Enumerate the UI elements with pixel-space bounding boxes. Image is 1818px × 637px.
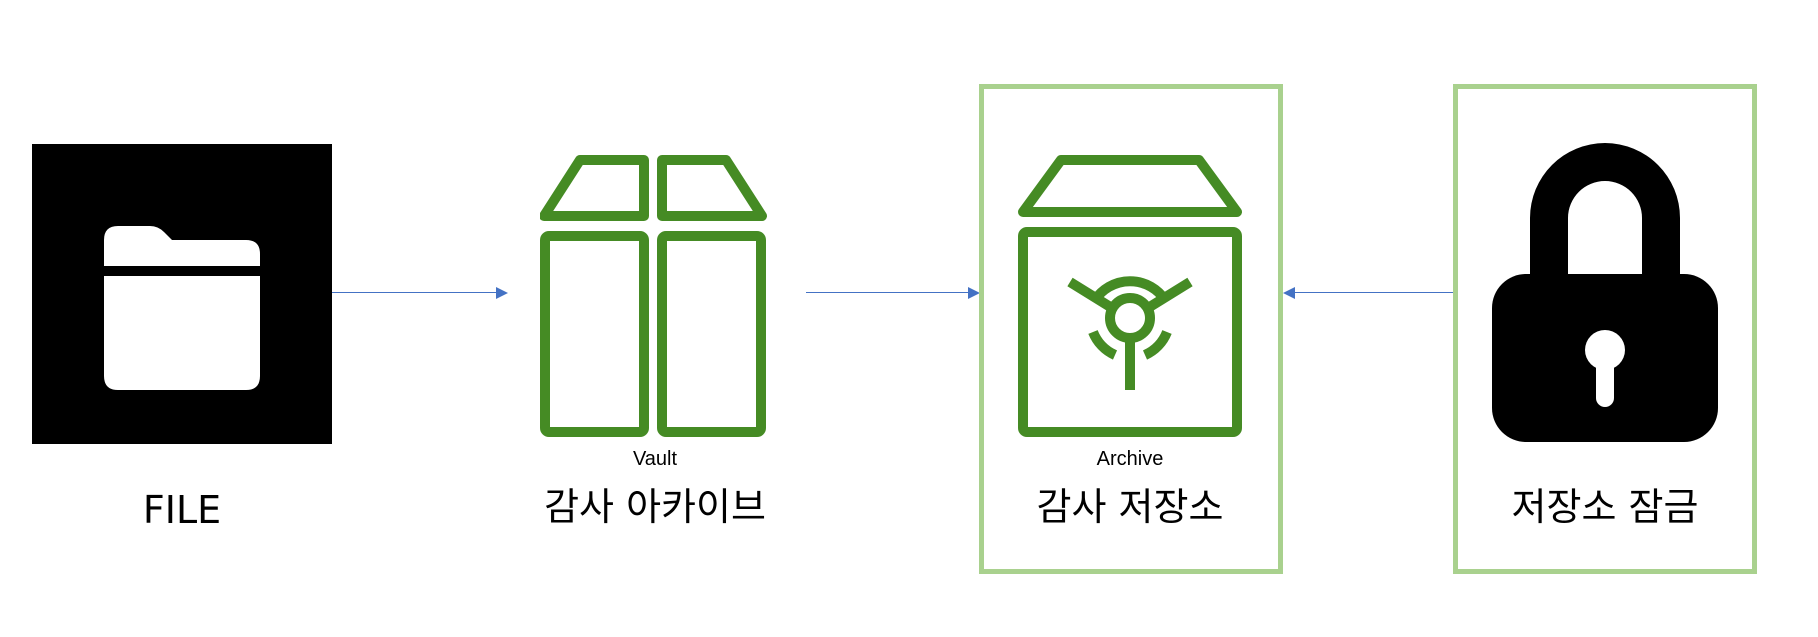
vault-box-icon [1018,155,1242,437]
vault-label: 감사 아카이브 [544,485,766,529]
connector-vault-to-archive [806,292,974,293]
lock-frame [1453,84,1757,574]
vault-caption: Vault [632,448,678,470]
arrowhead-right-2 [968,287,980,299]
lock-label: 저장소 잠금 [1511,485,1699,529]
file-node [32,144,332,444]
arrowhead-left [1283,287,1295,299]
connector-file-to-vault [332,292,504,293]
folder-icon [102,226,262,390]
open-box-icon [540,155,767,437]
archive-label: 감사 저장소 [1036,485,1224,529]
connector-lock-to-archive [1293,292,1457,293]
archive-caption: Archive [1096,448,1164,470]
file-label: FILE [142,488,222,532]
arrowhead-right-1 [496,287,508,299]
archive-frame [979,84,1283,574]
padlock-icon [1492,143,1718,442]
